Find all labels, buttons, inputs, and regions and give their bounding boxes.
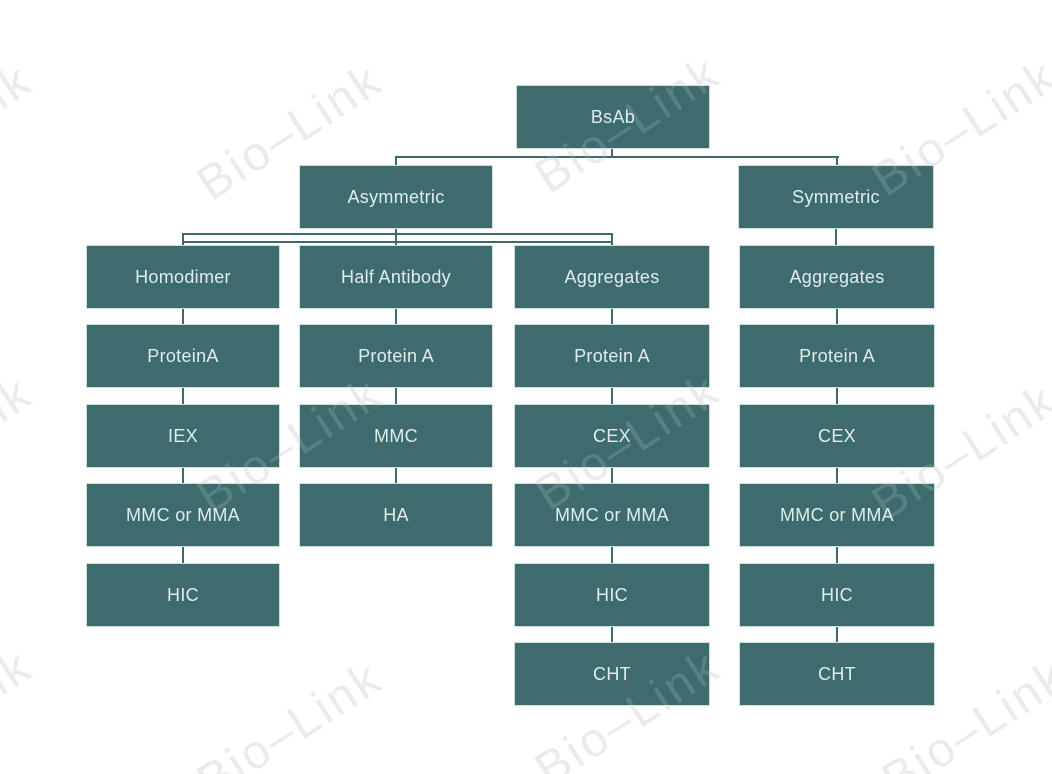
node-bsab: BsAb xyxy=(516,85,710,149)
connector-line xyxy=(182,309,184,324)
connector-line xyxy=(611,309,613,324)
connector-line xyxy=(182,468,184,483)
node-aggregates-symmetric: Aggregates xyxy=(739,245,935,309)
bio-link-watermark: Bio–Link xyxy=(188,651,392,774)
bio-link-watermark: Bio–Link xyxy=(0,366,42,524)
step-aggregates-asym-cht: CHT xyxy=(514,642,710,706)
step-half-antibody-ha: HA xyxy=(299,483,493,547)
bio-link-watermark: Bio–Link xyxy=(0,366,42,524)
node-half-antibody: Half Antibody xyxy=(299,245,493,309)
connector-line xyxy=(396,156,839,158)
connector-line xyxy=(836,547,838,563)
step-homodimer-iex: IEX xyxy=(86,404,280,468)
connector-line xyxy=(836,156,838,166)
connector-line xyxy=(395,309,397,324)
connector-line xyxy=(395,229,397,245)
connector-line xyxy=(611,627,613,642)
node-homodimer: Homodimer xyxy=(86,245,280,309)
step-aggregates-sym-cht: CHT xyxy=(739,642,935,706)
connector-line xyxy=(836,468,838,483)
connector-line xyxy=(836,309,838,324)
node-aggregates-asymmetric: Aggregates xyxy=(514,245,710,309)
step-homodimer-mmc-or-mma: MMC or MMA xyxy=(86,483,280,547)
step-aggregates-sym-hic: HIC xyxy=(739,563,935,627)
connector-line xyxy=(611,388,613,404)
connector-line xyxy=(611,468,613,483)
step-aggregates-sym-mmc-or-mma: MMC or MMA xyxy=(739,483,935,547)
bio-link-watermark: Bio–Link xyxy=(0,53,42,211)
node-asymmetric: Asymmetric xyxy=(299,165,493,229)
connector-line xyxy=(182,388,184,404)
bio-link-watermark: Bio–Link xyxy=(0,639,42,774)
node-symmetric: Symmetric xyxy=(738,165,934,229)
step-aggregates-asym-mmc-or-mma: MMC or MMA xyxy=(514,483,710,547)
step-half-antibody-mmc: MMC xyxy=(299,404,493,468)
connector-line xyxy=(395,388,397,404)
step-homodimer-proteina: ProteinA xyxy=(86,324,280,388)
bio-link-watermark: Bio–Link xyxy=(0,639,42,774)
connector-line xyxy=(836,388,838,404)
bio-link-watermark: Bio–Link xyxy=(188,651,392,774)
connector-line xyxy=(395,156,397,166)
step-aggregates-sym-protein-a: Protein A xyxy=(739,324,935,388)
connector-line xyxy=(182,241,613,243)
bio-link-watermark: Bio–Link xyxy=(0,53,42,211)
connector-line xyxy=(835,229,837,245)
connector-line xyxy=(611,547,613,563)
step-homodimer-hic: HIC xyxy=(86,563,280,627)
connector-line xyxy=(611,149,613,158)
connector-line xyxy=(182,233,184,245)
connector-line xyxy=(182,233,613,235)
step-aggregates-asym-protein-a: Protein A xyxy=(514,324,710,388)
connector-line xyxy=(836,627,838,642)
connector-line xyxy=(611,233,613,245)
connector-line xyxy=(395,468,397,483)
step-half-antibody-protein-a: Protein A xyxy=(299,324,493,388)
step-aggregates-asym-hic: HIC xyxy=(514,563,710,627)
step-aggregates-asym-cex: CEX xyxy=(514,404,710,468)
step-aggregates-sym-cex: CEX xyxy=(739,404,935,468)
connector-line xyxy=(182,547,184,563)
